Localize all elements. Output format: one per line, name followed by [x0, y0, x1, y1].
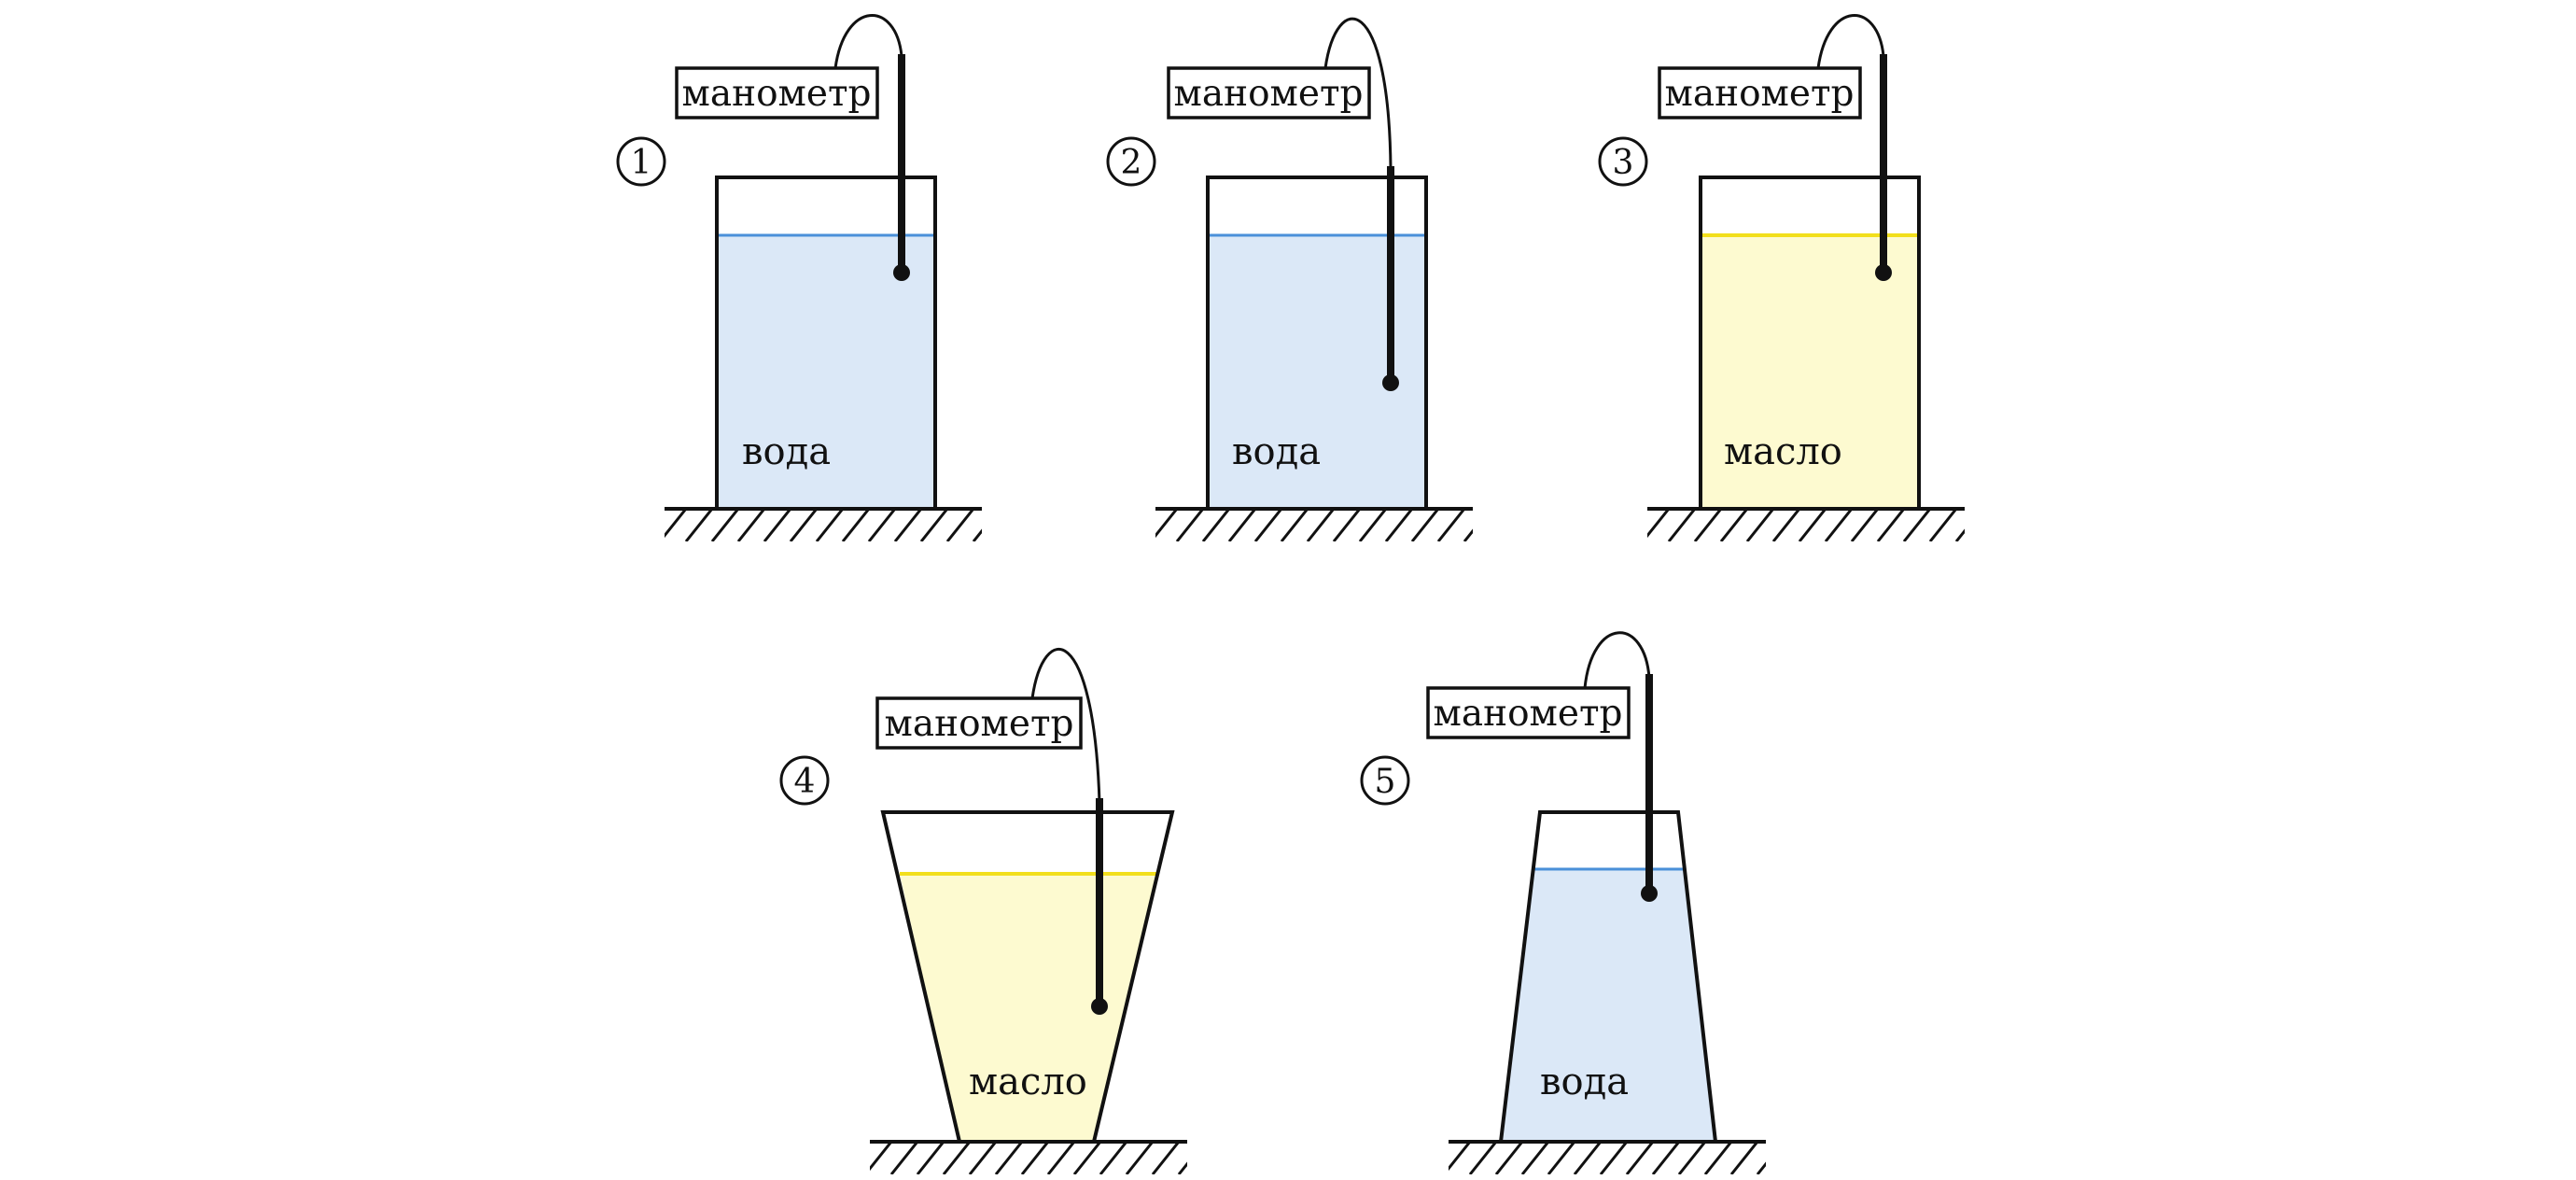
ground-hatch [870, 1140, 1187, 1174]
vessel-3: манометр 3 масло [1598, 14, 1965, 541]
gauge-box [1167, 66, 1371, 119]
vessel-number: 3 [1613, 144, 1634, 182]
gauge-tube [1816, 14, 1885, 69]
container-outline [1699, 176, 1921, 509]
vessel-number: 1 [631, 144, 652, 182]
container-outline [1206, 176, 1428, 509]
ground-hatch [1647, 507, 1965, 541]
liquid-label: масло [969, 1061, 1087, 1103]
vessel-5: манометр 5 вода [1360, 631, 1766, 1174]
container-outline [715, 176, 937, 509]
liquid-label: масло [1724, 430, 1842, 473]
gauge-label: манометр [1664, 73, 1854, 115]
liquid-label: вода [1540, 1061, 1629, 1103]
gauge-box [675, 66, 879, 119]
vessel-number-circle [616, 136, 666, 187]
vessel-number: 2 [1121, 144, 1142, 182]
liquid-label: вода [742, 430, 831, 473]
gauge-tube [1323, 17, 1393, 169]
vessel-number: 5 [1375, 763, 1396, 801]
vessel-number: 4 [794, 763, 816, 801]
probe-tip [1875, 264, 1892, 281]
probe-tip [1091, 998, 1108, 1015]
water-fill [1501, 869, 1715, 1142]
gauge-tube [833, 14, 903, 69]
oil-fill [900, 874, 1157, 1142]
ground-hatch [1449, 1140, 1766, 1174]
gauge-box [875, 696, 1083, 750]
probe-tip [1641, 885, 1658, 902]
vessel-2: манометр 2 вода [1106, 17, 1473, 541]
liquid-label: вода [1232, 430, 1321, 473]
ground-hatch [665, 507, 982, 541]
gauge-tube [1030, 648, 1101, 804]
vessel-number-circle [1106, 136, 1156, 187]
water-fill [717, 235, 935, 509]
gauge-label: манометр [1433, 693, 1622, 735]
probe-tip [1382, 374, 1399, 391]
vessel-number-circle [779, 755, 830, 806]
vessel-4: манометр 4 масло [779, 648, 1187, 1174]
vessel-1: манометр 1 вода [616, 14, 982, 541]
vessel-number-circle [1598, 136, 1648, 187]
ground-hatch [1155, 507, 1473, 541]
gauge-box [1426, 686, 1631, 739]
gauge-tube [1583, 631, 1651, 689]
gauge-label: манометр [1173, 73, 1363, 115]
probe-tip [893, 264, 910, 281]
gauge-label: манометр [681, 73, 871, 115]
gauge-label: манометр [884, 703, 1073, 745]
vessel-number-circle [1360, 755, 1410, 806]
gauge-box [1658, 66, 1862, 119]
